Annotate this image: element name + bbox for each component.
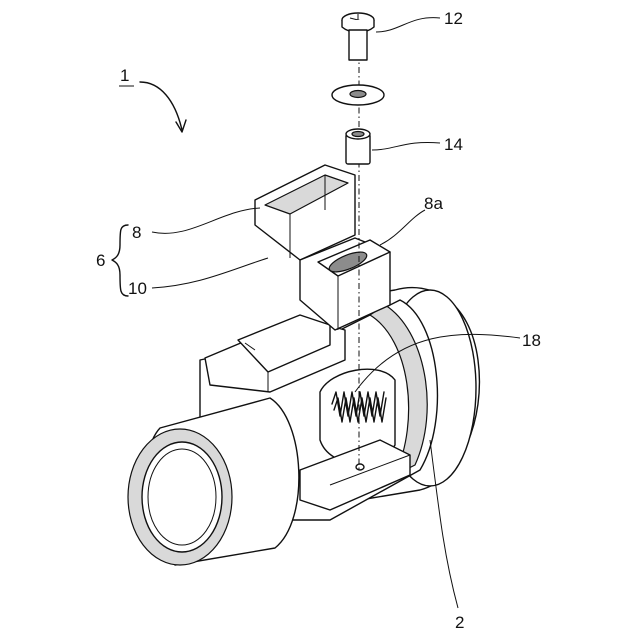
label-upper-part: 8 [132,223,141,242]
label-sleeve: 14 [444,135,463,154]
washer [332,85,384,105]
housing-body [128,288,479,565]
label-screw: 12 [444,9,463,28]
label-lower-part: 10 [128,279,147,298]
label-clamp: 6 [96,251,105,270]
label-assembly: 1 [120,66,129,85]
screw [342,13,374,60]
label-housing: 2 [455,613,464,632]
label-spring: 18 [522,331,541,350]
sleeve [346,129,370,164]
clamp-member [255,165,390,330]
label-slot: 8a [424,194,443,213]
brace-6 [112,225,128,296]
